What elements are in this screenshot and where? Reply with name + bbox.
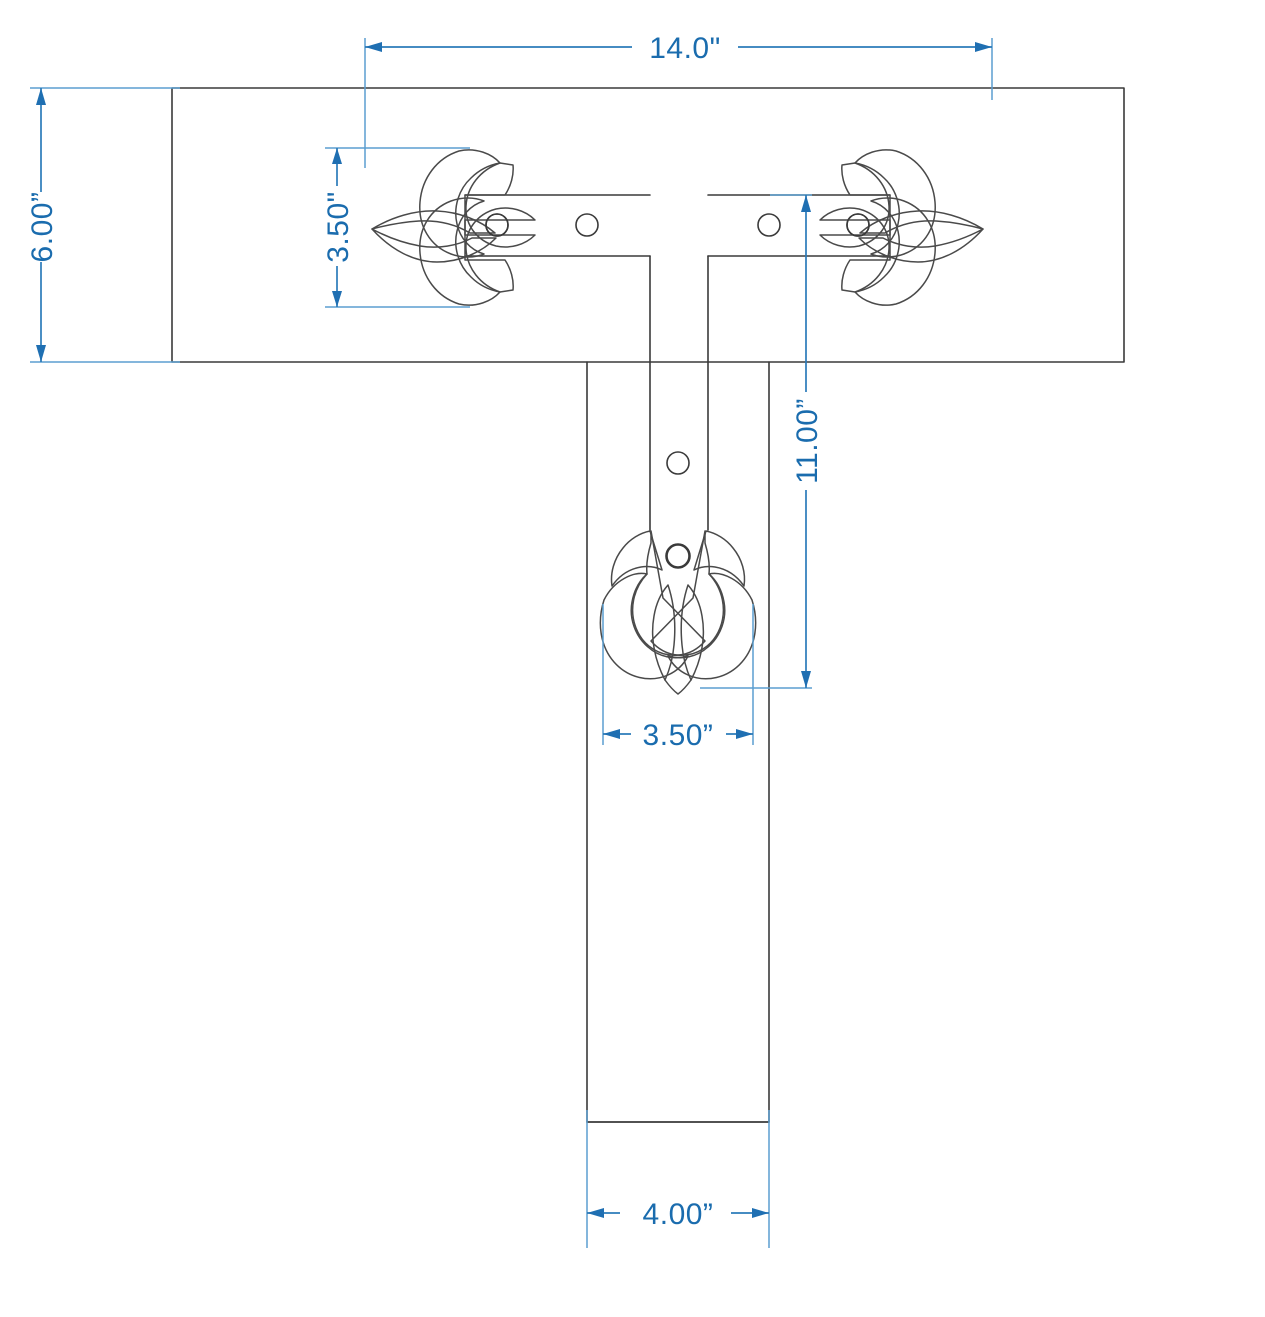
dimension-strap-height: 3.50" (322, 147, 470, 308)
mounting-hole-2 (575, 213, 599, 237)
right-upper-scroll (819, 162, 891, 248)
dim-label-leg-length: 11.00” (791, 398, 824, 484)
dimension-leg-ornament-width: 3.50” (602, 604, 754, 752)
dim-arrow-width-left (365, 42, 382, 52)
mounting-hole-3 (757, 213, 781, 237)
dim-arrow-plate-top (36, 88, 46, 105)
bottom-center-petal-tip (664, 679, 692, 695)
dimension-overall-width: 14.0" (364, 32, 993, 168)
dim-label-leg-ornament-width: 3.50” (643, 719, 714, 752)
dimension-leg-length: 11.00” (700, 194, 824, 689)
dim-arrow-ornament-left (603, 729, 620, 739)
mounting-hole-5 (666, 451, 690, 475)
bottom-fleur-de-lis-ornament (599, 530, 757, 695)
left-leaf-lower (371, 228, 497, 263)
part-geometry (171, 87, 1125, 1123)
dim-label-strap-height: 3.50" (322, 191, 355, 263)
right-lower-scroll (819, 207, 891, 293)
left-leaf-upper (371, 210, 496, 234)
dim-arrow-width-right (975, 42, 992, 52)
mounting-hole-6 (666, 544, 690, 568)
backing-plate-outline (171, 87, 1125, 363)
dim-arrow-strap-top (332, 148, 342, 164)
bottom-right-scroll (650, 530, 725, 656)
left-ornament-center-hole (485, 213, 509, 237)
right-ornament-center-hole (846, 213, 870, 237)
right-upper-horn (854, 149, 936, 258)
dim-arrow-legwidth-right (752, 1208, 769, 1218)
dim-arrow-leg-top (801, 195, 811, 212)
dim-arrow-legwidth-left (587, 1208, 604, 1218)
dim-label-leg-width: 4.00” (643, 1198, 714, 1231)
dim-arrow-ornament-right (736, 729, 753, 739)
dim-arrow-plate-bottom (36, 345, 46, 362)
dim-arrow-strap-bottom (332, 291, 342, 307)
dim-label-plate-height: 6.00” (26, 192, 59, 263)
left-upper-horn (419, 149, 501, 258)
right-fleur-de-lis-ornament (819, 149, 984, 306)
dimension-plate-height: 6.00” (26, 87, 180, 363)
left-lower-scroll (464, 207, 536, 293)
bottom-left-hook (610, 530, 663, 587)
dim-arrow-leg-bottom (801, 671, 811, 688)
right-leaf-upper (859, 210, 984, 234)
left-upper-scroll (464, 162, 536, 248)
right-leaf-lower (858, 228, 984, 263)
dimension-leg-width: 4.00” (586, 1110, 770, 1248)
bottom-right-hook (693, 530, 746, 587)
left-fleur-de-lis-ornament (371, 149, 536, 306)
dim-label-overall-width: 14.0" (649, 32, 721, 65)
bottom-ornament-center-hole (665, 543, 691, 569)
